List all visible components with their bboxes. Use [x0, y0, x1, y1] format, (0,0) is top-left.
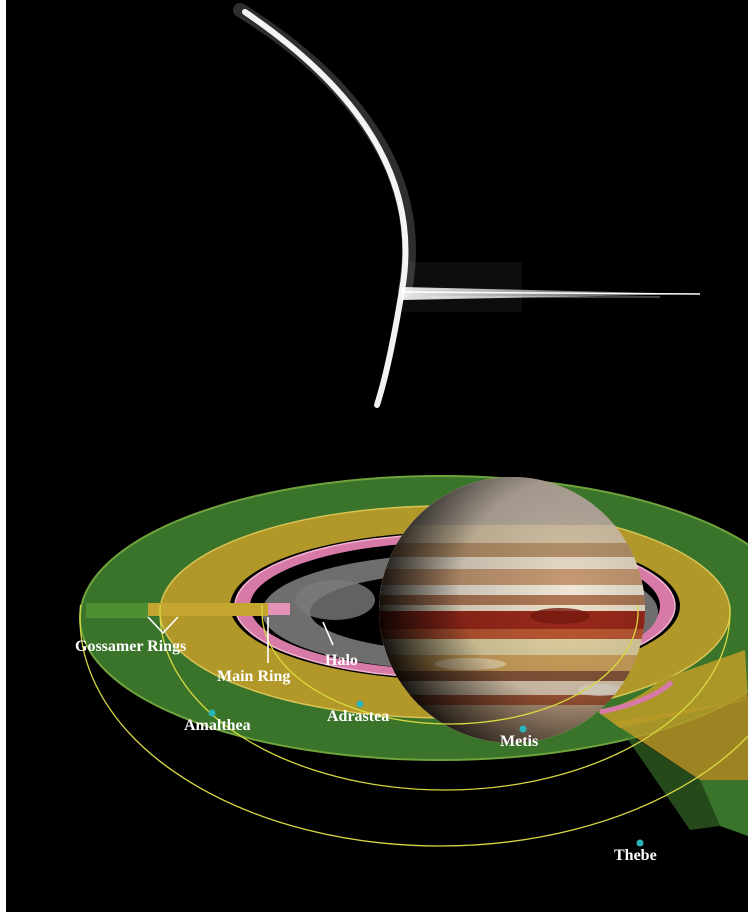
adrastea-label: Adrastea: [327, 708, 389, 725]
ring-photo-arc-glow: [233, 3, 416, 297]
ring-photo-arc: [242, 9, 409, 408]
thebe-label: Thebe: [614, 847, 657, 864]
halo-label: Halo: [325, 652, 358, 669]
thebe-orbit: [79, 605, 748, 847]
left-border: [0, 0, 6, 912]
orbit-lines: [79, 605, 748, 847]
amalthea-orbit: [159, 605, 731, 791]
main-ring-label: Main Ring: [217, 668, 290, 685]
ring-photo: [233, 3, 701, 408]
metis-label: Metis: [500, 733, 538, 750]
amalthea-label: Amalthea: [184, 717, 251, 734]
amalthea-moon: [208, 709, 216, 717]
leader-lines: [147, 616, 334, 663]
adrastea-moon: [356, 700, 364, 708]
metis-moon: [519, 725, 527, 733]
rings-front: [598, 650, 748, 836]
main-ring-orbit: [261, 605, 639, 725]
gossamer-rings-label: Gossamer Rings: [75, 638, 186, 655]
thebe-moon: [636, 839, 644, 847]
